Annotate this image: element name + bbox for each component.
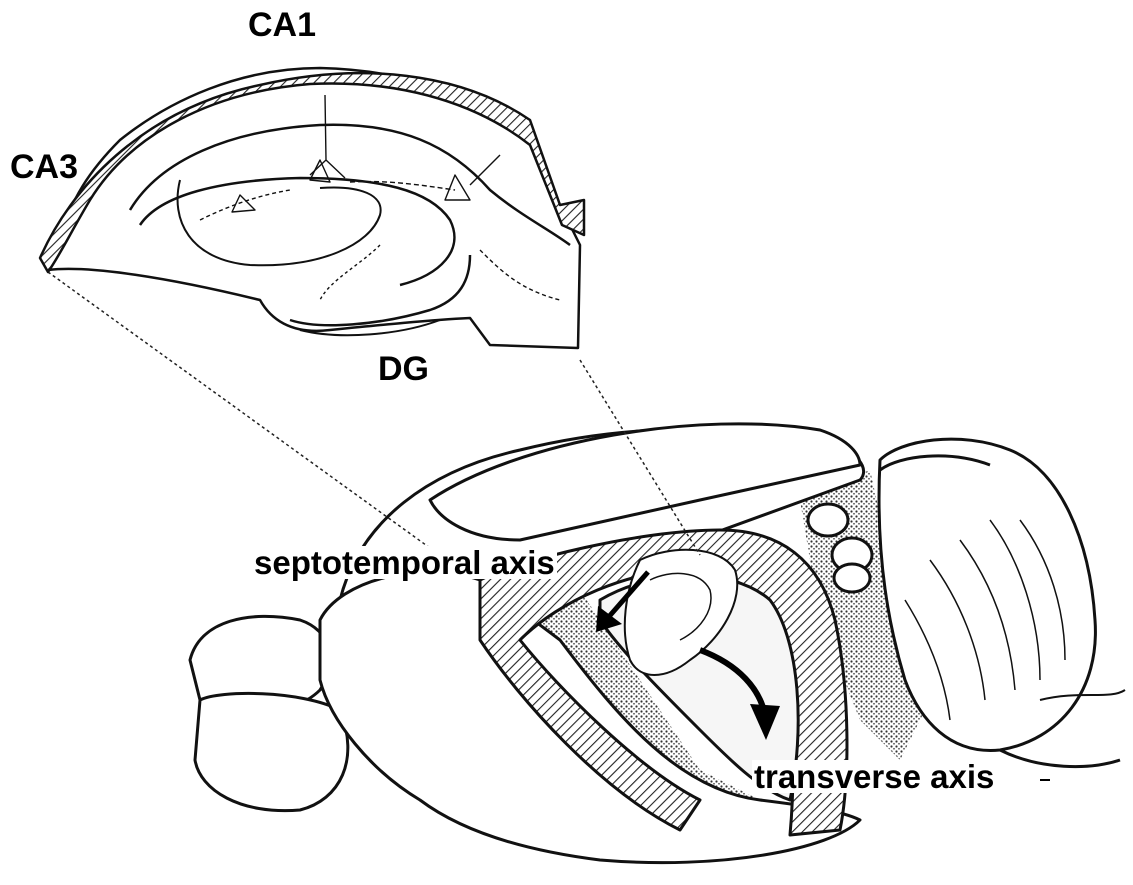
label-dg: DG xyxy=(378,352,429,386)
label-ca1: CA1 xyxy=(248,8,316,42)
frontal-lobe xyxy=(195,693,348,810)
label-transverse-axis: transverse axis xyxy=(752,760,996,793)
brain-drawing xyxy=(190,424,1125,863)
label-septotemporal-axis: septotemporal axis xyxy=(252,546,557,579)
brainstem xyxy=(1000,750,1120,767)
slice-drawing xyxy=(40,68,584,348)
label-ca3: CA3 xyxy=(10,150,78,184)
